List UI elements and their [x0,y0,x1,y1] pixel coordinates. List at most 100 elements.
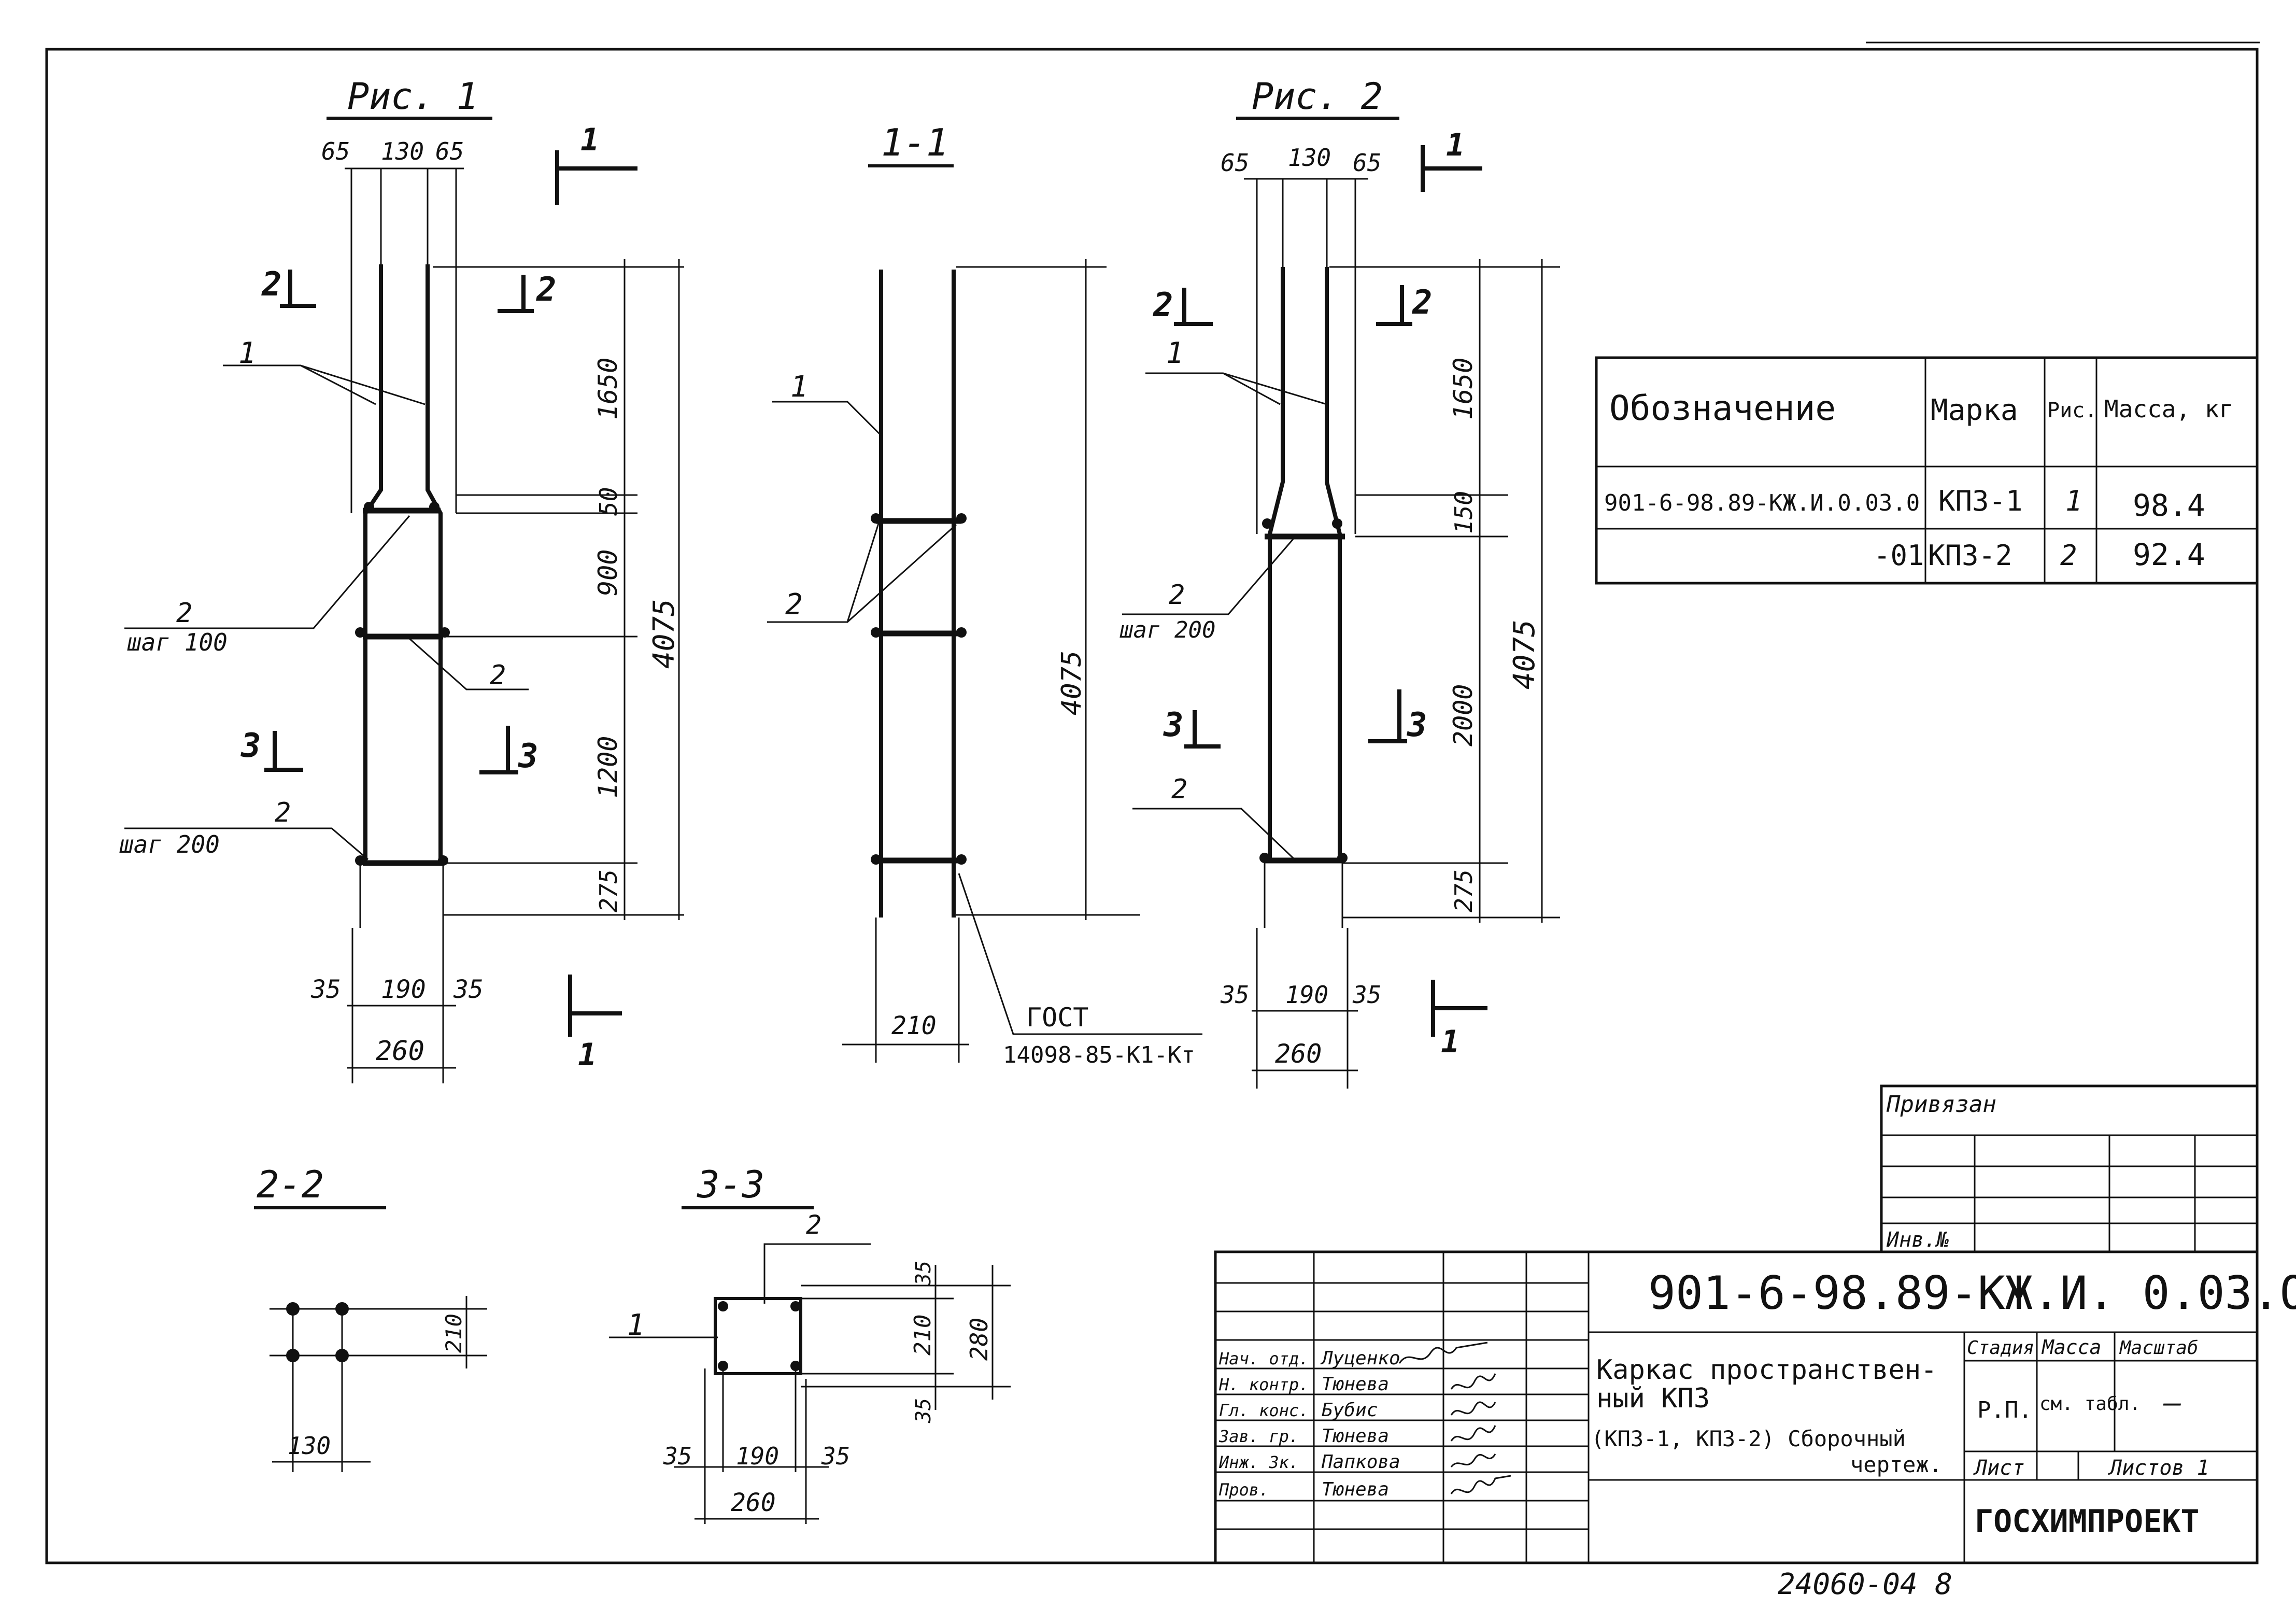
stamp-role-5: Инж. 3к. [1218,1452,1299,1472]
fig2-bottom-total: 260 [1275,1039,1322,1069]
fig2-dim-2000: 2000 [1448,684,1478,746]
fig1-top-dim-mid: 130 [381,137,424,165]
signatures [1398,1342,1511,1494]
fig1-step200: шаг 200 [119,830,220,858]
section33-dim-h-mid: 190 [736,1442,779,1470]
fig2-dim-total: 4075 [1508,619,1541,689]
stamp-name-2: Тюнева [1322,1374,1389,1395]
fig2-section1-bottom: 1 [1441,1024,1459,1060]
spec-header-designation: Обозначение [1609,388,1836,428]
fig1-vertical-bars [363,264,443,863]
section11-gost2: 14098-85-К1-Кт [1003,1042,1195,1068]
stamp-role-4: Зав. гр. [1218,1427,1299,1446]
fig1-section1-top: 1 [580,122,599,158]
section33-dim-h-right: 35 [821,1442,850,1470]
stamp-title-1: Каркас пространствен- [1596,1354,1937,1386]
fig1-pos2-label: 2 [490,660,506,691]
fig2-section2-left: 2 [1153,286,1173,324]
fig2-bottom-dim-left: 35 [1220,981,1249,1009]
stamp-role-2: Н. контр. [1218,1375,1309,1394]
fig2-bottom-dim-right: 35 [1352,981,1381,1009]
spec-header-fig: Рис. [2047,399,2097,422]
stamp-org: ГОСХИМПРОЕКТ [1975,1503,2199,1540]
stamp-name-3: Бубис [1322,1400,1378,1421]
fig1-section3-right: 3 [518,737,538,775]
section33-stirrup [714,1297,802,1375]
spec-row1-fig: 1 [2065,485,2082,517]
section22-dim-v: 210 [441,1314,466,1353]
stamp-title-3: (КП3-1, КП3-2) Сборочный [1591,1426,1906,1451]
fig2-dim-150: 150 [1450,491,1478,534]
stamp-mass: см. табл. [2039,1393,2141,1415]
fig2-step-label: 2 [1169,580,1185,611]
spec-row2-fig: 2 [2060,539,2077,572]
stamp-name-1: Луценко [1320,1348,1400,1369]
stamp-role-6: Пров. [1218,1480,1269,1500]
section-2-2: 2-2 210 130 [254,1163,487,1472]
section11-title: 1-1 [881,121,948,164]
fig2-section3-right: 3 [1407,706,1427,744]
fig1-bottom-dim-left: 35 [310,975,341,1004]
spec-row1-mass: 98.4 [2133,488,2205,523]
spec-table: Обозначение Марка Рис. Масса, кг 901-6-9… [1595,356,2259,585]
fig1-dim-total: 4075 [647,599,681,669]
fig2-pos1-label: 1 [1166,336,1184,370]
stamp-title-4: чертеж. [1850,1452,1942,1477]
fig1-bottom-dim-right: 35 [453,975,484,1004]
stamp-name-6: Тюнева [1322,1479,1389,1500]
figure-1: Рис. 1 65 130 65 1650 50 900 1200 2 [119,75,684,1083]
section11-pos1: 1 [790,370,808,404]
fig2-section1-top: 1 [1446,127,1465,163]
section33-total-v: 280 [965,1318,993,1361]
fig1-dim-1650: 1650 [593,358,623,420]
fig1-top-dim-left: 65 [321,137,350,165]
fig2-section3-left: 3 [1163,706,1184,744]
spec-row1-designation: 901-6-98.89-КЖ.И.0.03.0 [1604,490,1920,516]
stamp-privyazan: Привязан [1886,1091,1996,1118]
fig1-top-dim-right: 65 [435,137,464,165]
fig2-pos2-label: 2 [1171,774,1187,805]
stamp-sheets: Листов 1 [2108,1456,2209,1480]
stamp-title-2: ный КП3 [1596,1383,1710,1414]
stamp-role-3: Гл. конс. [1219,1401,1309,1420]
stamp-sheet: Лист [1973,1456,2024,1480]
spec-row2-mass: 92.4 [2133,537,2205,572]
section33-total-h: 260 [731,1488,776,1517]
section11-gost1: ГОСТ [1026,1003,1088,1033]
fig1-dim-275: 275 [594,869,622,912]
spec-row1-mark: КП3-1 [1938,485,2023,517]
fig1-dim-900: 900 [593,549,623,596]
fig2-step: шаг 200 [1119,617,1215,643]
section33-pos2: 2 [806,1210,821,1240]
stamp-stage-header: Стадия [1967,1337,2034,1359]
fig1-step100: шаг 100 [127,628,228,656]
fig2-bottom-dim-mid: 190 [1285,981,1328,1009]
footer-number: 24060-04 8 [1778,1568,1952,1601]
fig2-top-dim-mid: 130 [1288,144,1331,172]
title-block: Привязан Инв.№ Нач. отд. Н. контр. Гл. к… [1214,1084,2296,1564]
fig2-section2-right: 2 [1412,284,1433,322]
fig2-title: Рис. 2 [1252,75,1383,118]
section22-title: 2-2 [257,1163,324,1206]
stamp-role-1: Нач. отд. [1218,1349,1309,1368]
section33-dim-v-bottom: 35 [912,1398,936,1423]
spec-header-mark: Марка [1931,393,2018,427]
stamp-mass-header: Масса [2041,1336,2101,1359]
fig1-step200-label: 2 [275,797,291,828]
fig1-title: Рис. 1 [347,75,478,118]
fig1-bottom-dim-mid: 190 [381,975,426,1004]
fig2-dim-1650: 1650 [1448,358,1478,420]
section22-dim-h: 130 [288,1432,331,1460]
fig1-section1-bottom: 1 [578,1037,597,1073]
fig1-step100-label: 2 [176,598,192,629]
section33-dim-v-top: 35 [912,1261,936,1286]
fig1-section2-left: 2 [261,265,282,304]
figure-2: Рис. 2 65 130 65 1650 150 2000 275 4075 … [1119,75,1560,1089]
section33-pos1: 1 [627,1308,645,1342]
sheet-frame [45,48,2259,1564]
section-3-3: 3-3 1 2 35 210 35 280 35 190 35 260 [609,1163,1011,1524]
fig2-top-dim-right: 65 [1353,149,1381,177]
fig2-dim-275: 275 [1450,869,1478,912]
section11-pos2: 2 [785,588,803,622]
